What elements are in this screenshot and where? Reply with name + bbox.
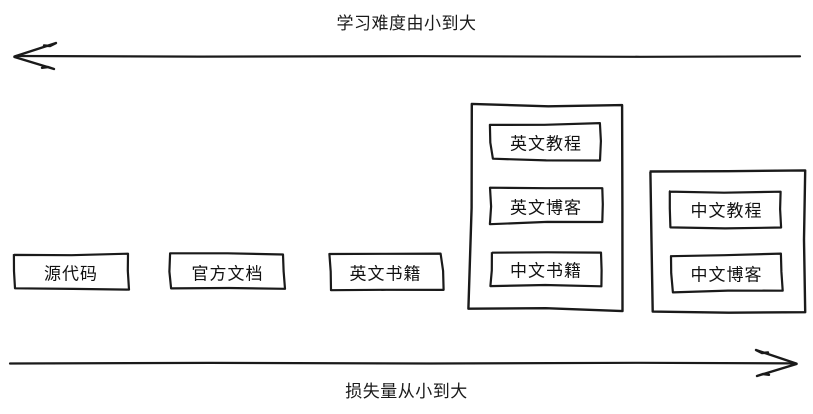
node-source-code[interactable]: 源代码 bbox=[12, 252, 131, 291]
node-outline bbox=[328, 252, 445, 292]
node-box-shape bbox=[489, 251, 603, 288]
difficulty-axis-arrow bbox=[13, 41, 802, 71]
node-english-blog[interactable]: 英文博客 bbox=[488, 186, 604, 226]
difficulty-axis-caption: 学习难度由小到大 bbox=[336, 14, 477, 34]
node-official-docs[interactable]: 官方文档 bbox=[168, 252, 287, 290]
node-chinese-blog[interactable]: 中文博客 bbox=[669, 252, 784, 294]
node-outline bbox=[669, 252, 784, 294]
group-chinese[interactable]: 中文教程 中文博客 bbox=[649, 169, 807, 314]
node-box-shape bbox=[669, 252, 784, 294]
node-outline bbox=[489, 251, 603, 288]
node-outline bbox=[488, 186, 604, 226]
loss-axis-caption: 损失量从小到大 bbox=[345, 382, 468, 402]
node-english-tutorial[interactable]: 英文教程 bbox=[488, 122, 602, 162]
node-box-shape bbox=[488, 122, 602, 162]
node-outline bbox=[488, 122, 602, 162]
node-outline bbox=[12, 252, 131, 291]
group-english[interactable]: 英文教程 英文博客 中文书籍 bbox=[467, 102, 624, 313]
node-chinese-books[interactable]: 中文书籍 bbox=[489, 251, 603, 288]
node-box-shape bbox=[668, 189, 783, 230]
node-box-shape bbox=[12, 252, 131, 291]
node-chinese-tutorial[interactable]: 中文教程 bbox=[668, 189, 783, 230]
node-outline bbox=[668, 189, 783, 230]
loss-axis-arrow bbox=[8, 348, 798, 378]
node-box-shape bbox=[488, 186, 604, 226]
node-box-shape bbox=[328, 252, 445, 292]
node-outline bbox=[168, 252, 287, 290]
node-box-shape bbox=[168, 252, 287, 290]
node-english-books[interactable]: 英文书籍 bbox=[328, 252, 445, 292]
